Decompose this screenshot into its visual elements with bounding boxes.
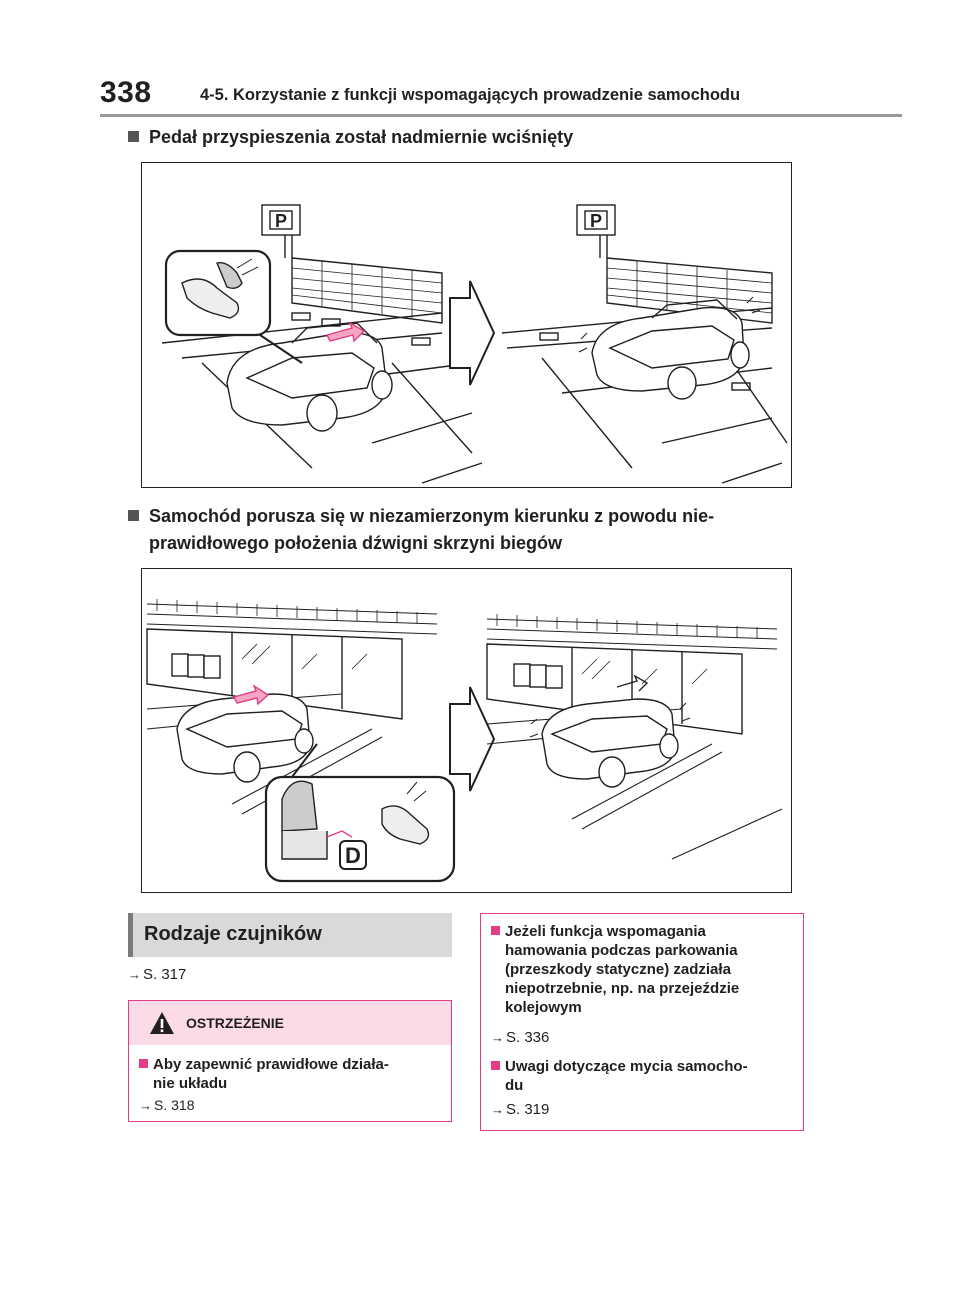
right-arrow-icon: → [128, 967, 141, 982]
right-arrow-icon: → [139, 1098, 152, 1113]
right-arrow-icon: → [491, 1030, 504, 1045]
sensor-types-heading: Rodzaje czujników [128, 913, 452, 957]
header-rule [100, 114, 902, 117]
section-header: 4-5. Korzystanie z funkcji wspomagającyc… [200, 86, 741, 104]
right-scene: P [501, 204, 788, 484]
warning-item-title: Aby zapewnić prawidłowe działa- nie ukła… [139, 1055, 389, 1093]
gear-d-label: D [345, 843, 361, 868]
svg-text:P: P [275, 211, 287, 231]
warning-item-line1: Aby zapewnić prawidłowe działa- [153, 1056, 389, 1073]
subhead-accelerator: Pedał przyspieszenia został nadmiernie w… [128, 124, 573, 151]
illustration-parking-wall: P [141, 162, 792, 488]
sensor-types-title: Rodzaje czujników [144, 923, 322, 945]
heading-bar [128, 913, 133, 957]
note-item-2-ref[interactable]: →S. 319 [491, 1101, 549, 1118]
note-item-1-line1: Jeżeli funkcja wspomagania [505, 923, 706, 940]
note-item-1: Jeżeli funkcja wspomagania hamowania pod… [491, 922, 739, 1017]
warning-triangle-icon [150, 1012, 174, 1034]
subhead-shift-line2: prawidłowego położenia dźwigni skrzyni b… [149, 533, 563, 553]
note-item-1-line5: kolejowym [505, 999, 582, 1016]
note-item-2-ref-text: S. 319 [506, 1101, 550, 1118]
note-item-1-line2: hamowania podczas parkowania [505, 942, 738, 959]
subhead-accelerator-text: Pedał przyspieszenia został nadmiernie w… [149, 127, 574, 147]
notes-box: Jeżeli funkcja wspomagania hamowania pod… [480, 913, 804, 1131]
square-bullet-icon [128, 510, 139, 521]
subhead-shift-position: Samochód porusza się w niezamierzonym ki… [128, 503, 714, 557]
sensor-types-ref[interactable]: →S. 317 [128, 966, 186, 983]
right-arrow-icon: → [491, 1102, 504, 1117]
right-storefront [486, 614, 783, 860]
note-item-2: Uwagi dotyczące mycia samocho- du [491, 1057, 748, 1095]
pink-square-bullet-icon [491, 926, 500, 935]
sensor-types-ref-text: S. 317 [143, 966, 187, 983]
note-item-1-line3: (przeszkody statyczne) zadziała [505, 961, 731, 978]
note-item-1-line4: niepotrzebnie, np. na przejeździe [505, 980, 740, 997]
square-bullet-icon [128, 131, 139, 142]
warning-box: OSTRZEŻENIE Aby zapewnić prawidłowe dzia… [128, 1000, 452, 1122]
warning-item-ref[interactable]: →S. 318 [139, 1097, 194, 1113]
svg-text:P: P [590, 211, 602, 231]
warning-item-ref-text: S. 318 [154, 1097, 195, 1113]
note-item-2-line1: Uwagi dotyczące mycia samocho- [505, 1058, 748, 1075]
left-scene: P [161, 204, 496, 484]
note-item-2-line2: du [505, 1077, 524, 1094]
pink-square-bullet-icon [139, 1059, 148, 1068]
left-storefront: D [146, 599, 496, 883]
note-item-1-ref[interactable]: →S. 336 [491, 1029, 549, 1046]
warning-label: OSTRZEŻENIE [186, 1015, 285, 1031]
pink-square-bullet-icon [491, 1061, 500, 1070]
illustration-storefront: D [141, 568, 792, 893]
warning-header: OSTRZEŻENIE [129, 1001, 451, 1045]
page-number: 338 [100, 76, 152, 109]
note-item-1-ref-text: S. 336 [506, 1029, 550, 1046]
warning-item-line2: nie układu [153, 1075, 228, 1092]
subhead-shift-line1: Samochód porusza się w niezamierzonym ki… [149, 506, 715, 526]
